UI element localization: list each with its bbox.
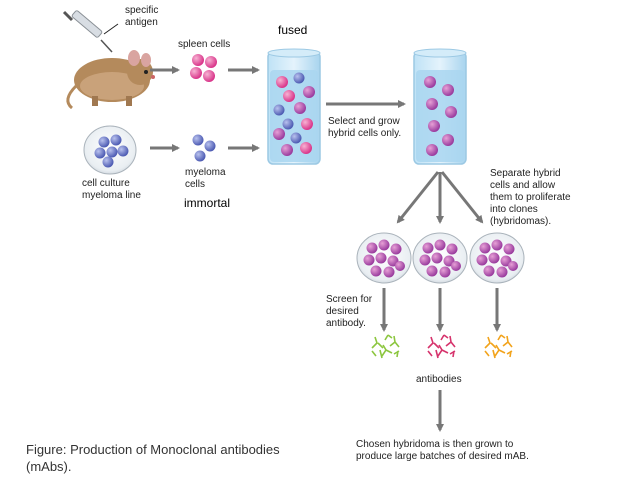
label-antibodies: antibodies bbox=[416, 374, 462, 385]
label-select-grow-1: Select and grow bbox=[328, 116, 400, 127]
hybridoma-dish-3 bbox=[469, 232, 525, 284]
label-separate-2: cells and allow bbox=[490, 180, 556, 191]
myeloma-cells bbox=[192, 134, 216, 162]
label-screen-1: Screen for bbox=[326, 294, 373, 305]
label-separate-4: into clones bbox=[490, 204, 538, 215]
label-chosen-1: Chosen hybridoma is then grown to bbox=[356, 439, 514, 450]
spleen-cells bbox=[190, 54, 217, 82]
label-separate-1: Separate hybrid bbox=[490, 168, 561, 179]
hybridoma-dish-2 bbox=[412, 232, 468, 284]
arrow-split-right bbox=[440, 171, 484, 224]
fusion-tube bbox=[267, 48, 321, 165]
label-screen-3: antibody. bbox=[326, 318, 366, 329]
antigen-pointer bbox=[103, 23, 119, 35]
label-immortal: immortal bbox=[184, 196, 230, 210]
syringe-icon bbox=[62, 10, 113, 53]
label-antigen: antigen bbox=[125, 17, 158, 28]
label-select-grow-2: hybrid cells only. bbox=[328, 128, 401, 139]
mouse-icon bbox=[66, 50, 155, 110]
hybrid-tube bbox=[413, 48, 467, 165]
figure-caption-line2: (mAbs). bbox=[26, 459, 72, 474]
label-cells: cells bbox=[185, 179, 205, 190]
label-myeloma: myeloma bbox=[185, 167, 226, 178]
label-separate-3: them to proliferate bbox=[490, 192, 571, 203]
label-separate-5: (hybridomas). bbox=[490, 216, 551, 227]
antibody-cluster-red bbox=[427, 334, 456, 359]
label-spleen-cells: spleen cells bbox=[178, 39, 230, 50]
figure-caption-line1: Figure: Production of Monoclonal antibod… bbox=[26, 442, 280, 457]
hybridoma-dish-1 bbox=[356, 232, 412, 284]
label-specific: specific bbox=[125, 5, 158, 16]
label-myeloma-line: myeloma line bbox=[82, 190, 141, 201]
arrow-split-left bbox=[396, 171, 440, 224]
antibody-cluster-orange bbox=[484, 334, 513, 359]
antibody-cluster-green bbox=[371, 334, 400, 359]
label-cell-culture: cell culture bbox=[82, 178, 130, 189]
label-chosen-2: produce large batches of desired mAB. bbox=[356, 451, 529, 462]
cell-culture-dish bbox=[83, 125, 137, 175]
label-screen-2: desired bbox=[326, 306, 359, 317]
label-fused: fused bbox=[278, 23, 307, 37]
